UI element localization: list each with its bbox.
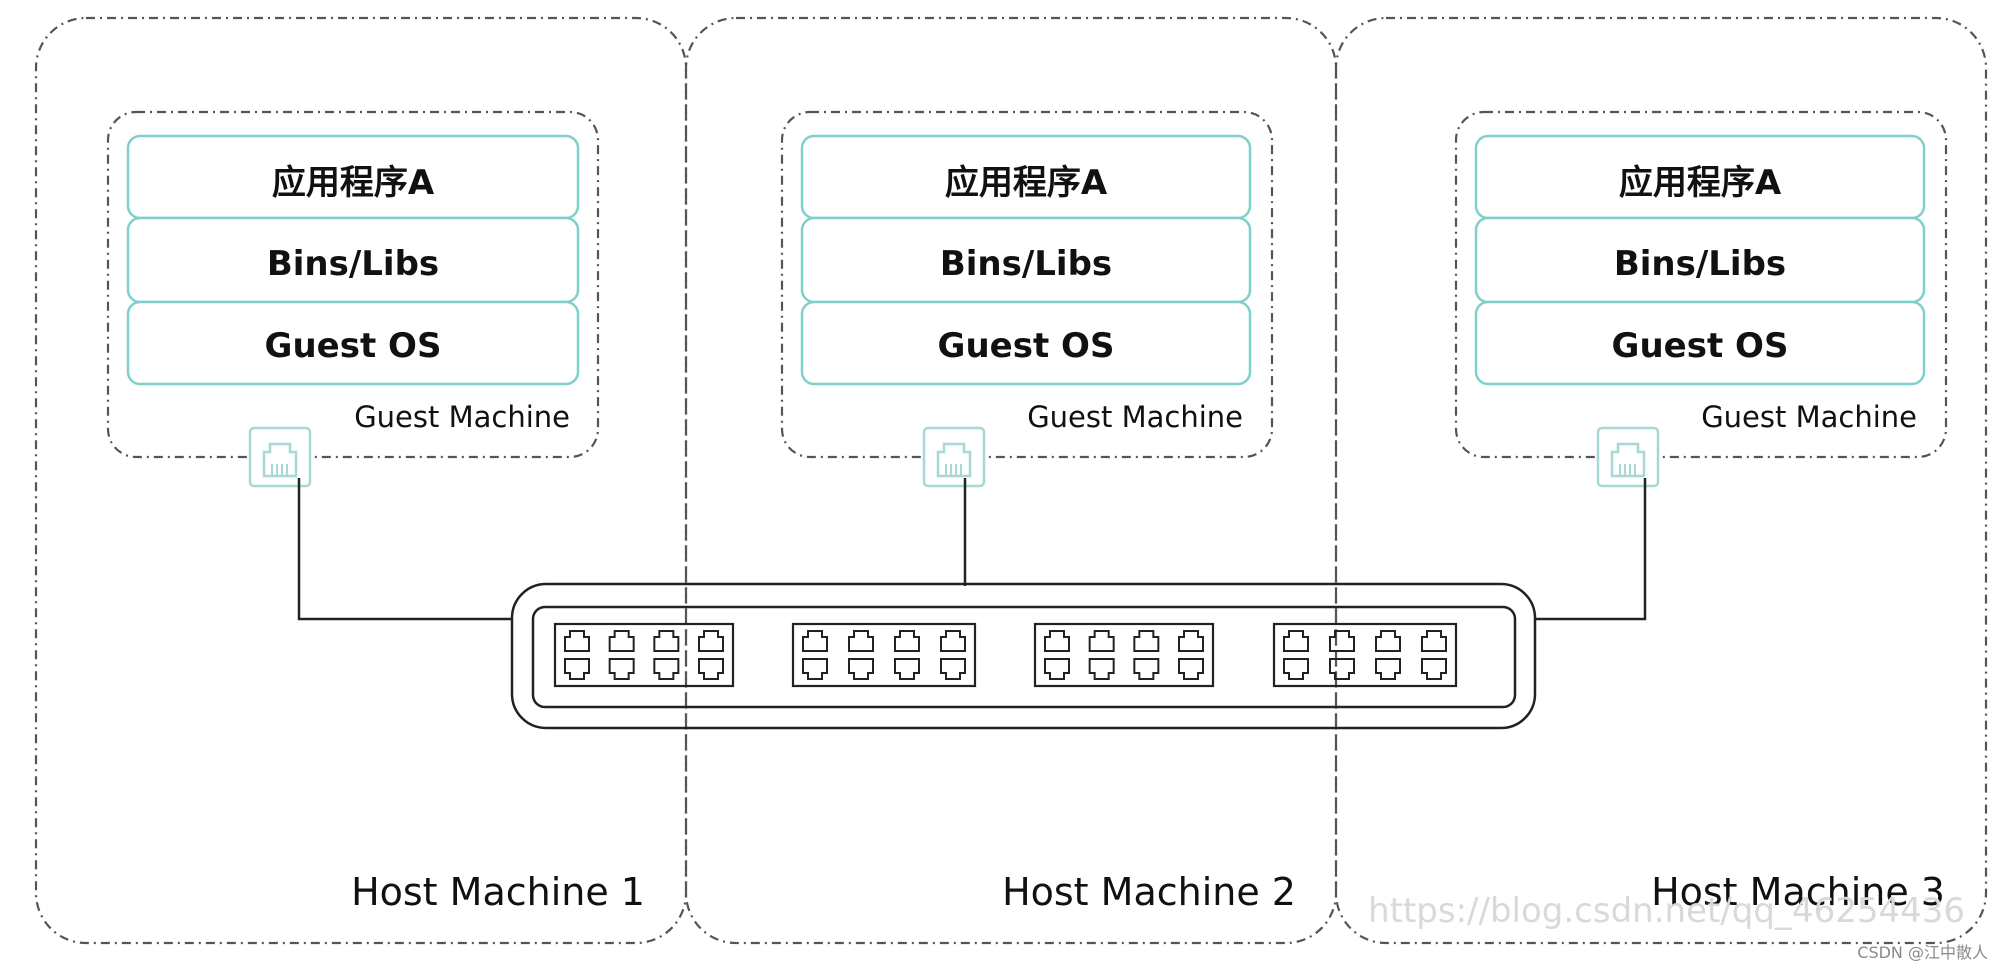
switch-port-icon (1375, 630, 1401, 652)
switch-port-group (1272, 622, 1458, 688)
host-machine-3-label: Host Machine 3 (1651, 870, 1945, 914)
switch-port-icon (564, 658, 590, 680)
switch-port-icon (1375, 658, 1401, 680)
layer-guest-os: Guest OS (1612, 326, 1789, 366)
layer-guest-os: Guest OS (265, 326, 442, 366)
switch-port-icon (940, 630, 966, 652)
host-machine-2-box (684, 16, 1338, 945)
switch-port-group-frame (1033, 622, 1215, 688)
switch-port-group (553, 622, 735, 688)
host-machine-3-box (1334, 16, 1988, 945)
credit: CSDN @江中散人 (1857, 943, 1988, 962)
watermark: https://blog.csdn.net/qq_46254436 (1368, 891, 1965, 931)
switch-port-groups (553, 622, 1458, 688)
switch-port-icon (1329, 658, 1355, 680)
guest-machine-box (780, 110, 1274, 459)
guest-machine-1: 应用程序A Bins/Libs Guest OS Guest Machine (106, 110, 600, 459)
switch-port-icon (1088, 658, 1115, 680)
switch-port-icon (1421, 658, 1447, 680)
guest-machine-label: Guest Machine (354, 400, 570, 434)
switch-port-icon (1133, 630, 1160, 652)
guest-machine-box (106, 110, 600, 459)
switch-port-group (791, 622, 977, 688)
layer-os-box (800, 300, 1252, 386)
layer-os-box (1474, 300, 1926, 386)
guest-machine-3: 应用程序A Bins/Libs Guest OS Guest Machine (1454, 110, 1948, 459)
switch-port-icon (608, 658, 635, 680)
switch-port-icon (564, 630, 590, 652)
switch-port-icon (1178, 630, 1204, 652)
switch-outer (510, 582, 1537, 730)
switch-port-icon (894, 630, 920, 652)
switch-port-icon (653, 630, 680, 652)
network-switch (510, 582, 1537, 730)
cable-host-3 (1535, 478, 1647, 621)
network-port-icon (248, 426, 312, 488)
layer-bins-libs: Bins/Libs (1614, 244, 1786, 284)
host-machine-2-label: Host Machine 2 (1002, 870, 1296, 914)
layer-guest-os: Guest OS (938, 326, 1115, 366)
guest-machine-label: Guest Machine (1701, 400, 1917, 434)
layer-app: 应用程序A (1619, 163, 1782, 203)
switch-port-icon (653, 658, 680, 680)
switch-port-icon (802, 630, 828, 652)
switch-port-icon (1329, 630, 1355, 652)
switch-port-icon (1421, 630, 1447, 652)
switch-port-icon (1044, 658, 1070, 680)
switch-port-group (1033, 622, 1215, 688)
switch-inner (531, 605, 1517, 709)
layer-os-box (126, 300, 580, 386)
network-port-icon (922, 426, 986, 488)
switch-port-icon (608, 630, 635, 652)
switch-port-icon (848, 658, 874, 680)
switch-port-icon (940, 658, 966, 680)
switch-port-icon (848, 630, 874, 652)
switch-port-icon (894, 658, 920, 680)
layer-bins-libs: Bins/Libs (940, 244, 1112, 284)
switch-port-group-frame (1272, 622, 1458, 688)
host-machine-1-label: Host Machine 1 (351, 870, 645, 914)
layer-bins-libs: Bins/Libs (267, 244, 439, 284)
layer-app: 应用程序A (945, 163, 1108, 203)
switch-port-icon (1283, 658, 1309, 680)
guest-machine-label: Guest Machine (1027, 400, 1243, 434)
switch-port-icon (1088, 630, 1115, 652)
switch-port-icon (1133, 658, 1160, 680)
host-machine-1-box (34, 16, 688, 945)
cable-host-1 (297, 478, 512, 621)
switch-port-icon (1178, 658, 1204, 680)
switch-port-group-frame (553, 622, 735, 688)
guest-machine-2: 应用程序A Bins/Libs Guest OS Guest Machine (780, 110, 1274, 459)
switch-port-icon (698, 658, 724, 680)
network-port-icon (1596, 426, 1660, 488)
switch-port-icon (1044, 630, 1070, 652)
switch-port-icon (1283, 630, 1309, 652)
layer-app: 应用程序A (272, 163, 435, 203)
switch-port-group-frame (791, 622, 977, 688)
switch-port-icon (802, 658, 828, 680)
switch-port-icon (698, 630, 724, 652)
guest-machine-box (1454, 110, 1948, 459)
